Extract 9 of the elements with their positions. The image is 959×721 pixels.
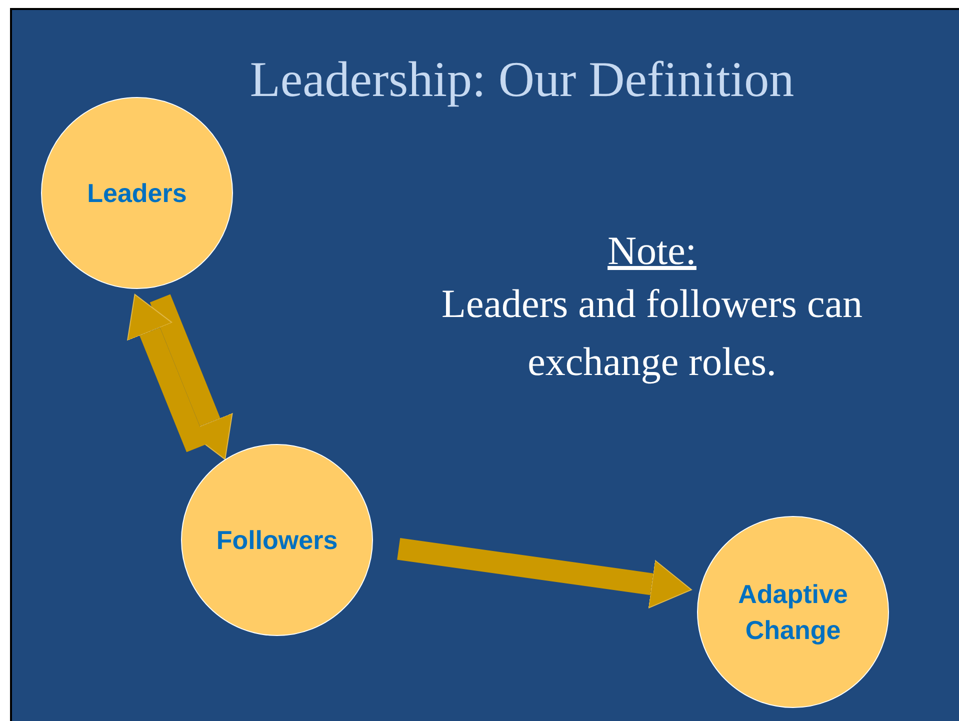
node-label: Followers xyxy=(216,524,338,557)
node-label: Leaders xyxy=(87,176,187,210)
note-text: Leaders and followers can exchange roles. xyxy=(440,280,864,386)
node-label: Adaptive Change xyxy=(737,578,849,647)
block-arrow xyxy=(127,294,207,452)
slide-title: Leadership: Our Definition xyxy=(248,50,796,108)
note-heading: Note: xyxy=(606,227,698,275)
block-arrow xyxy=(150,294,233,460)
block-arrow xyxy=(397,538,692,608)
